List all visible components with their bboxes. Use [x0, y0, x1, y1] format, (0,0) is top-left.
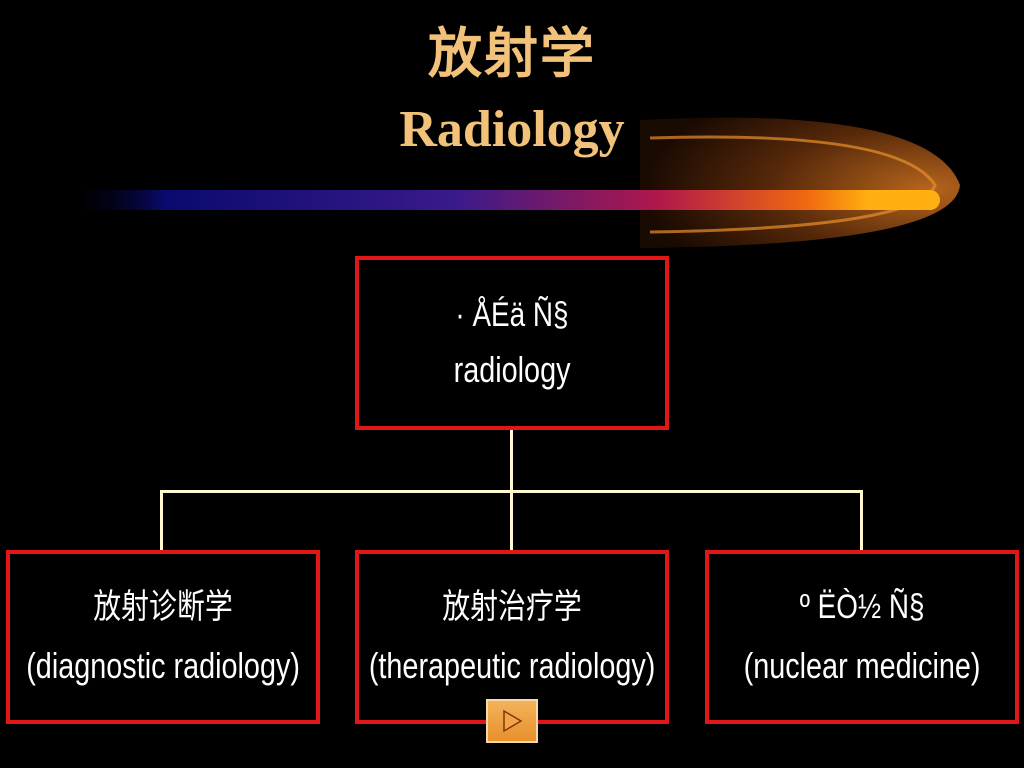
branch-box-nuclear: º ËÒ½ Ñ§ (nuclear medicine) — [705, 550, 1019, 724]
page-title-english: Radiology — [399, 101, 625, 158]
root-box-radiology: · ÅÉä Ñ§ radiology — [355, 256, 669, 430]
connector-therapeutic — [510, 490, 513, 550]
branch-box-diagnostic: 放射诊断学 (diagnostic radiology) — [6, 550, 320, 724]
branch-english: (therapeutic radiology) — [368, 645, 656, 686]
branch-english: (diagnostic radiology) — [26, 645, 300, 686]
streak-ring — [649, 135, 937, 234]
streak-bar — [60, 190, 940, 210]
branch-box-therapeutic: 放射治疗学 (therapeutic radiology) — [355, 550, 669, 724]
play-triangle-icon — [503, 709, 523, 733]
branch-chinese: 放射治疗学 — [442, 588, 582, 626]
decorative-streak — [60, 117, 960, 248]
next-slide-button[interactable] — [486, 699, 538, 743]
root-box-english: radiology — [453, 349, 571, 390]
connector-root — [510, 430, 513, 492]
streak-glow — [640, 117, 960, 248]
branch-chinese: 放射诊断学 — [93, 588, 233, 626]
connector-diagnostic — [160, 490, 163, 550]
connector-nuclear — [860, 490, 863, 550]
root-box-chinese: · ÅÉä Ñ§ — [455, 296, 569, 334]
branch-chinese: º ËÒ½ Ñ§ — [799, 588, 925, 626]
page-title-chinese: 放射学 — [428, 21, 596, 85]
branch-english: (nuclear medicine) — [743, 645, 981, 686]
